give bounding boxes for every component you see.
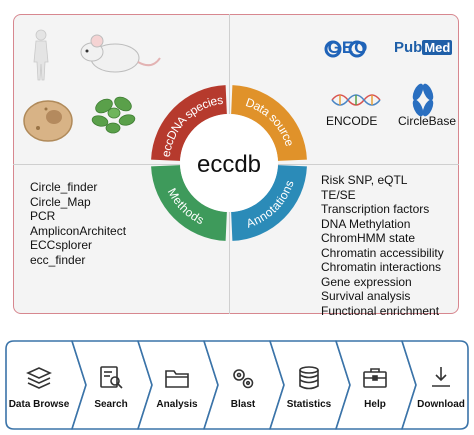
annotation-item: Functional enrichment: [321, 303, 440, 318]
workflow-label-4: Statistics: [286, 399, 332, 410]
ring-segment-1: [231, 85, 307, 161]
ring-segment-2: [231, 165, 307, 241]
workflow-label-2: Analysis: [156, 399, 198, 410]
annotation-item: DNA Methylation: [321, 216, 411, 231]
geo-logo: GEO: [327, 38, 369, 57]
method-item: ecc_finder: [30, 252, 86, 267]
gears-icon: [233, 369, 254, 389]
annotation-item: Risk SNP, eQTL: [321, 173, 408, 187]
ring-segment-3: [151, 165, 227, 241]
method-item: PCR: [30, 209, 56, 223]
annotation-item: Chromatin interactions: [321, 260, 442, 274]
annotation-item: Transcription factors: [321, 202, 430, 216]
annotation-item: Chromatin accessibility: [321, 245, 444, 260]
annotation-item: Gene expression: [321, 274, 412, 289]
pubmed-logo-pub: Pub: [394, 39, 423, 56]
method-item: Circle_finder: [30, 180, 98, 194]
mouse-icon: [80, 34, 161, 73]
center-title: eccdb: [197, 151, 261, 178]
dna-helix-icon: [331, 94, 381, 106]
workflow-label-6: Download: [417, 399, 465, 410]
stack-icon: [26, 367, 52, 389]
search-icon: [100, 366, 123, 389]
annotation-item: TE/SE: [321, 187, 356, 202]
method-item: ECCsplorer: [30, 238, 93, 252]
encode-label: ENCODE: [326, 114, 378, 128]
annotation-item: ChromHMM state: [321, 231, 416, 245]
ring-segment-0: [151, 85, 227, 161]
workflow-label-1: Search: [94, 399, 128, 410]
workflow-label-5: Help: [364, 399, 386, 410]
method-item: AmpliconArchitect: [30, 223, 127, 238]
cell-icon: [23, 100, 73, 142]
human-icon: [33, 29, 49, 81]
download-icon: [432, 367, 450, 387]
folder-icon: [165, 370, 189, 388]
center-circle: [180, 114, 278, 212]
pubmed-logo-med: Med: [422, 40, 453, 55]
briefcase-icon: [363, 368, 387, 388]
annotation-item: Survival analysis: [321, 289, 411, 303]
method-item: Circle_Map: [30, 194, 91, 209]
plant-icon: [91, 96, 136, 134]
circlebase-label: CircleBase: [398, 114, 457, 128]
workflow-label-0: Data Browse: [8, 399, 70, 410]
database-icon: [299, 366, 319, 390]
workflow-label-3: Blast: [230, 399, 256, 410]
geo-logo-icon: [324, 40, 366, 58]
workflow-step-6[interactable]: [401, 340, 469, 430]
chromosome-icon: [412, 83, 434, 117]
